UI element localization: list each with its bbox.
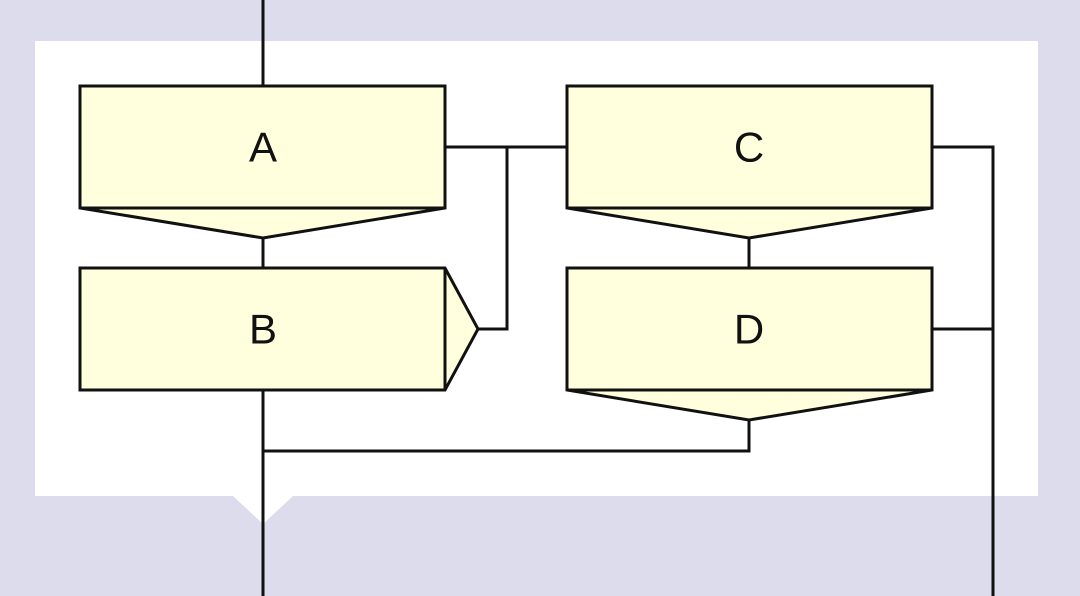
connector-b-join [478, 147, 509, 331]
node-a-label: A [249, 124, 277, 171]
node-d-label: D [734, 306, 764, 353]
node-a[interactable]: A [78, 84, 447, 240]
connector-c-right-exit [932, 145, 995, 596]
node-b-label: B [249, 306, 277, 353]
connectors [261, 0, 995, 596]
node-c[interactable]: C [565, 84, 934, 240]
connector-d-merge [263, 420, 751, 453]
node-b[interactable]: B [78, 266, 480, 392]
node-d[interactable]: D [565, 266, 934, 422]
node-c-label: C [734, 124, 764, 171]
